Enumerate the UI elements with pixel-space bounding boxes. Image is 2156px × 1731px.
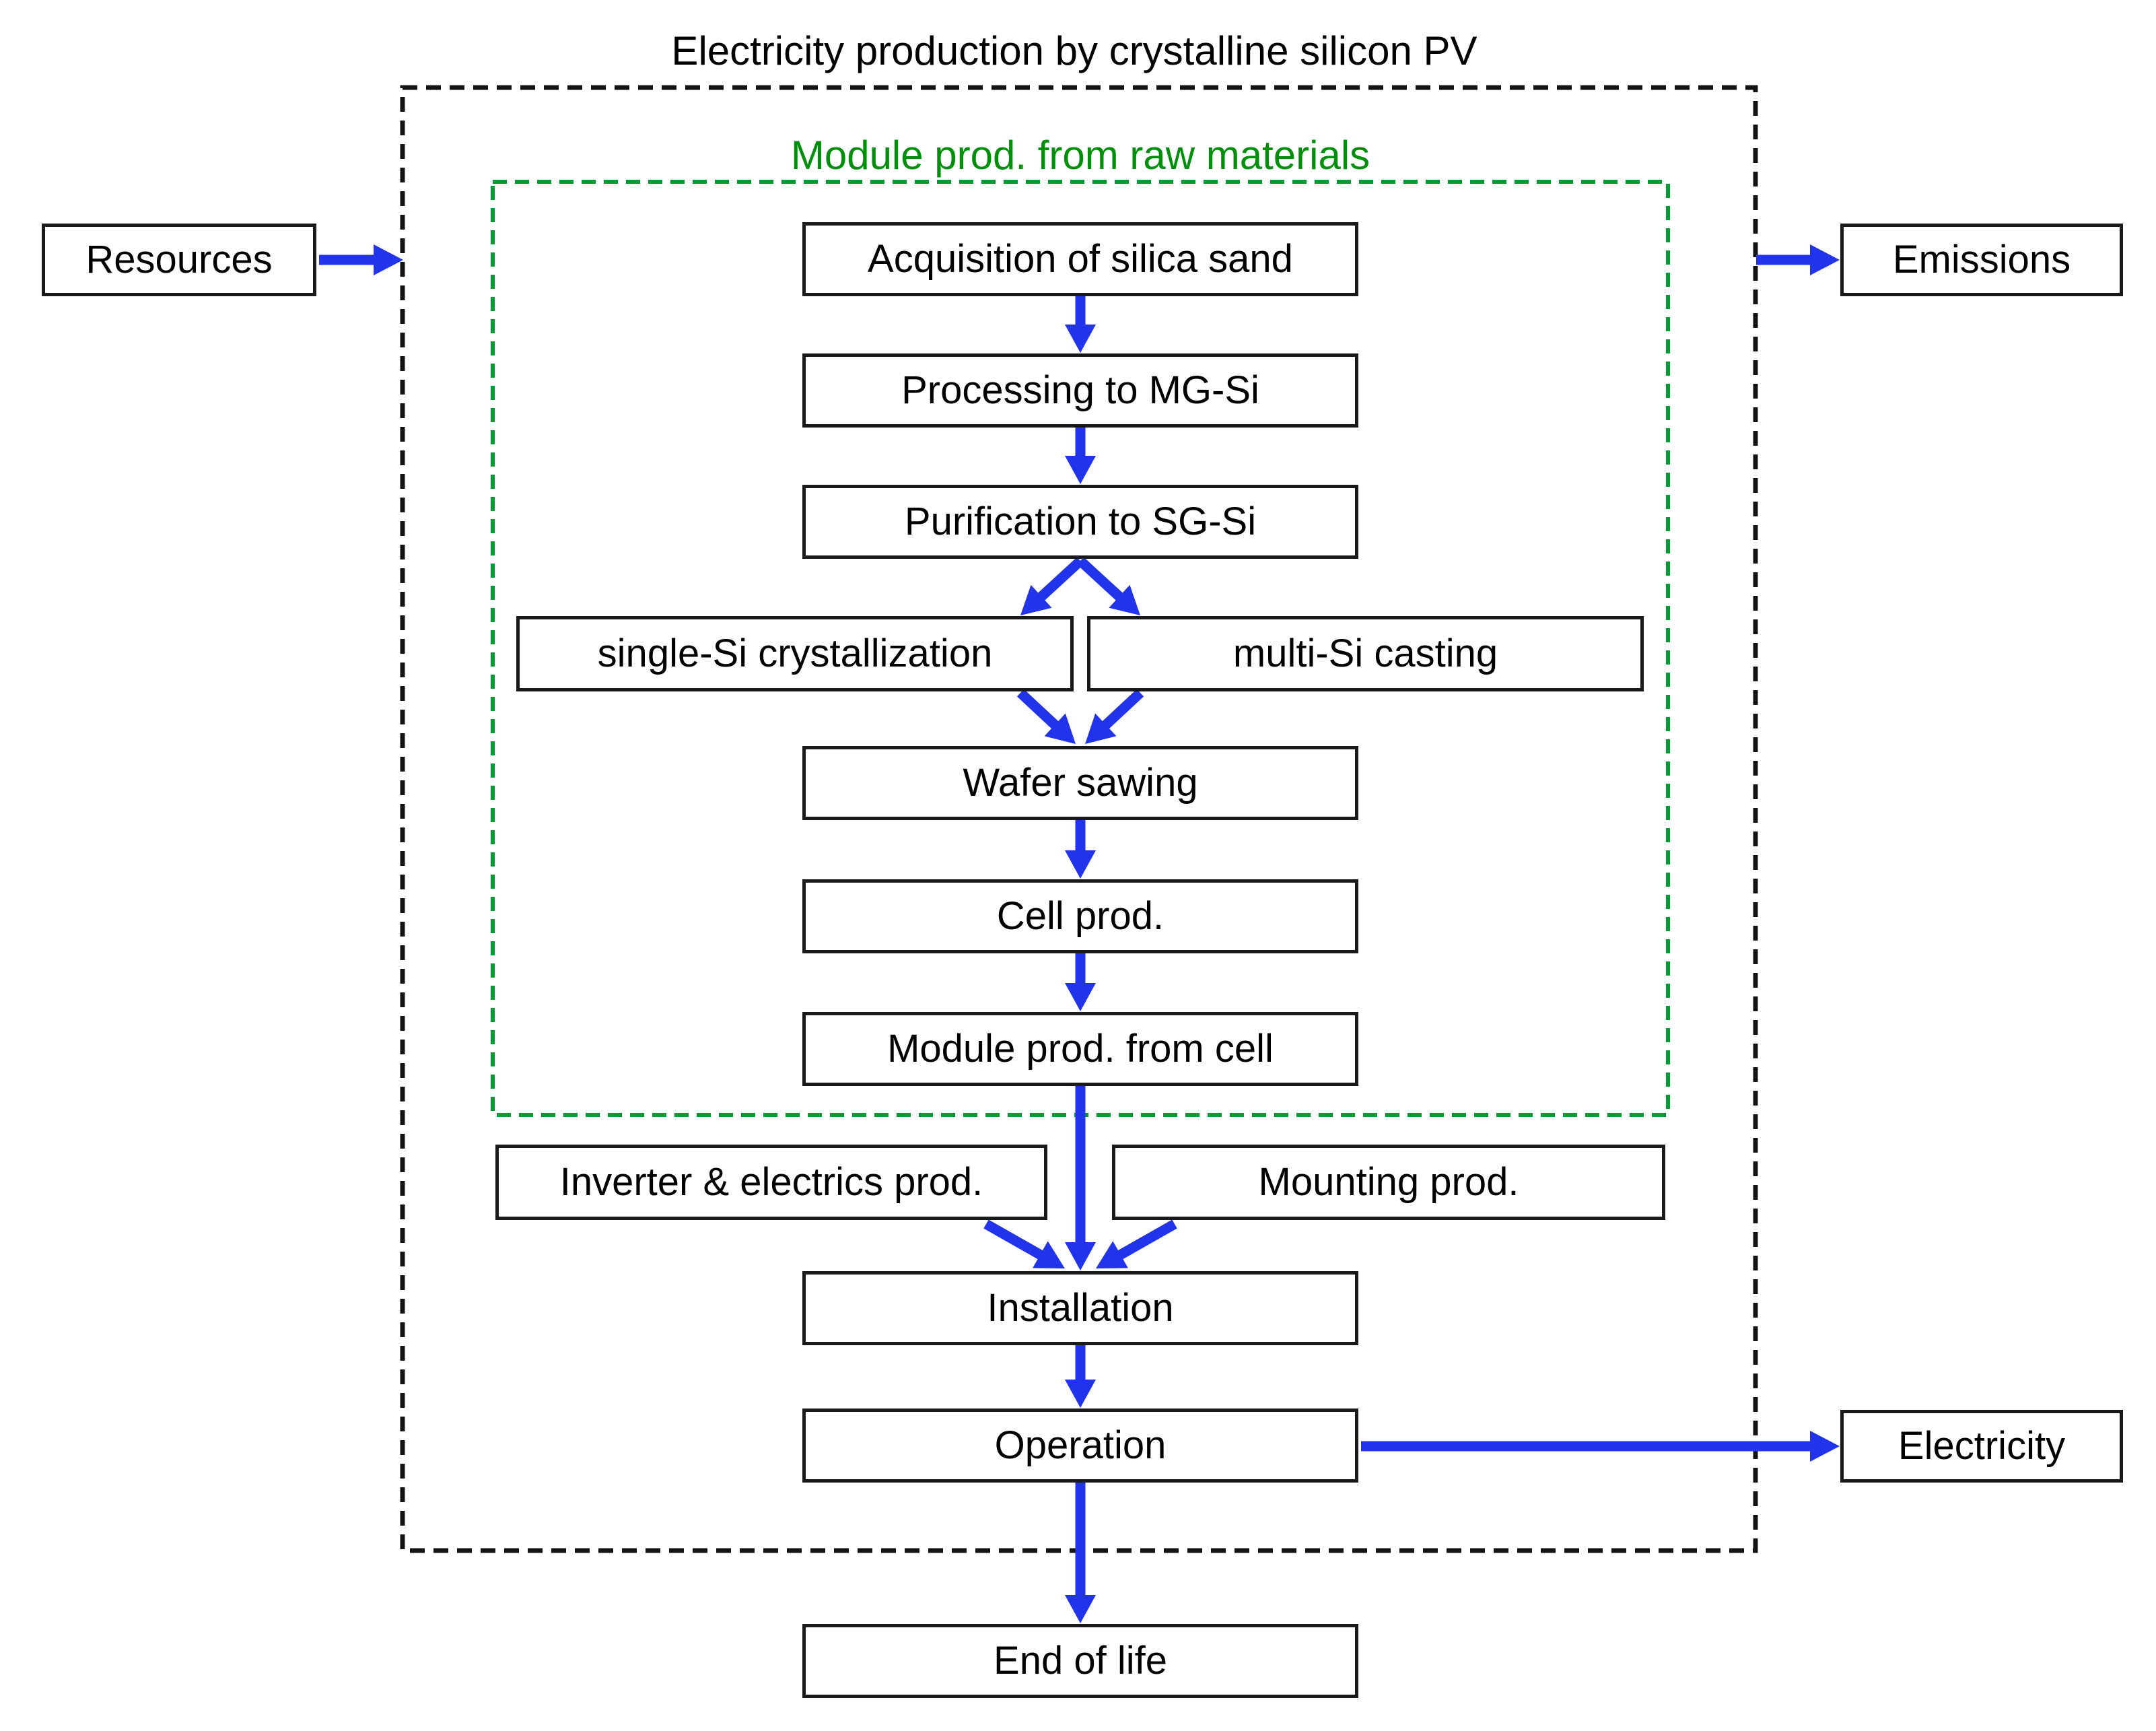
node-acquisition: Acquisition of silica sand bbox=[802, 222, 1358, 296]
arrow-purification-to-single-si bbox=[1020, 557, 1084, 615]
node-emissions: Emissions bbox=[1840, 224, 2123, 296]
node-resources: Resources bbox=[42, 224, 316, 296]
node-label: Wafer sawing bbox=[963, 761, 1198, 805]
node-module-prod-from-cell: Module prod. from cell bbox=[802, 1012, 1358, 1086]
node-end-of-life: End of life bbox=[802, 1624, 1358, 1698]
node-wafer-sawing: Wafer sawing bbox=[802, 746, 1358, 820]
arrow-installation-to-operation bbox=[1065, 1345, 1096, 1408]
arrow-operation-to-endoflife bbox=[1065, 1483, 1096, 1623]
node-label: Resources bbox=[85, 238, 273, 281]
arrow-acquisition-to-processing bbox=[1065, 296, 1096, 353]
node-label: Emissions bbox=[1892, 238, 2071, 281]
node-inverter-electrics-prod: Inverter & electrics prod. bbox=[495, 1145, 1047, 1220]
node-electricity: Electricity bbox=[1840, 1410, 2123, 1483]
node-label: Cell prod. bbox=[996, 894, 1164, 938]
arrow-resources-to-system bbox=[319, 244, 403, 275]
node-label: single-Si crystallization bbox=[597, 632, 993, 675]
diagram-title: Electricity production by crystalline si… bbox=[671, 28, 1477, 73]
node-label: Processing to MG-Si bbox=[901, 368, 1259, 412]
node-cell-prod: Cell prod. bbox=[802, 879, 1358, 953]
arrow-cell-to-module bbox=[1065, 953, 1096, 1011]
node-label: Electricity bbox=[1898, 1424, 2066, 1468]
node-label: Inverter & electrics prod. bbox=[559, 1160, 983, 1204]
arrow-multi-si-to-wafer bbox=[1085, 689, 1144, 744]
node-purification: Purification to SG-Si bbox=[802, 485, 1358, 559]
arrow-inverter-to-installation bbox=[983, 1219, 1065, 1268]
node-operation: Operation bbox=[802, 1408, 1358, 1483]
node-label: End of life bbox=[994, 1639, 1167, 1683]
arrow-processing-to-purification bbox=[1065, 428, 1096, 484]
node-mounting-prod: Mounting prod. bbox=[1112, 1145, 1665, 1220]
node-label: Acquisition of silica sand bbox=[868, 237, 1293, 281]
arrow-mounting-to-installation bbox=[1096, 1219, 1177, 1268]
node-multi-si: multi-Si casting bbox=[1087, 616, 1644, 691]
arrow-system-to-emissions bbox=[1756, 244, 1840, 275]
node-label: multi-Si casting bbox=[1232, 632, 1498, 675]
node-processing: Processing to MG-Si bbox=[802, 353, 1358, 428]
arrow-wafer-to-cell bbox=[1065, 820, 1096, 879]
node-label: Purification to SG-Si bbox=[904, 500, 1257, 543]
arrow-purification-to-multi-si bbox=[1076, 557, 1140, 615]
arrow-module-to-installation bbox=[1065, 1086, 1096, 1270]
node-installation: Installation bbox=[802, 1271, 1358, 1345]
node-label: Installation bbox=[987, 1286, 1174, 1330]
arrow-single-si-to-wafer bbox=[1016, 689, 1076, 744]
arrow-operation-to-electricity bbox=[1361, 1431, 1840, 1462]
node-label: Mounting prod. bbox=[1258, 1160, 1519, 1204]
module-group-label: Module prod. from raw materials bbox=[790, 133, 1370, 178]
node-label: Module prod. from cell bbox=[887, 1027, 1274, 1071]
node-label: Operation bbox=[994, 1423, 1167, 1467]
node-single-si: single-Si crystallization bbox=[516, 616, 1074, 691]
